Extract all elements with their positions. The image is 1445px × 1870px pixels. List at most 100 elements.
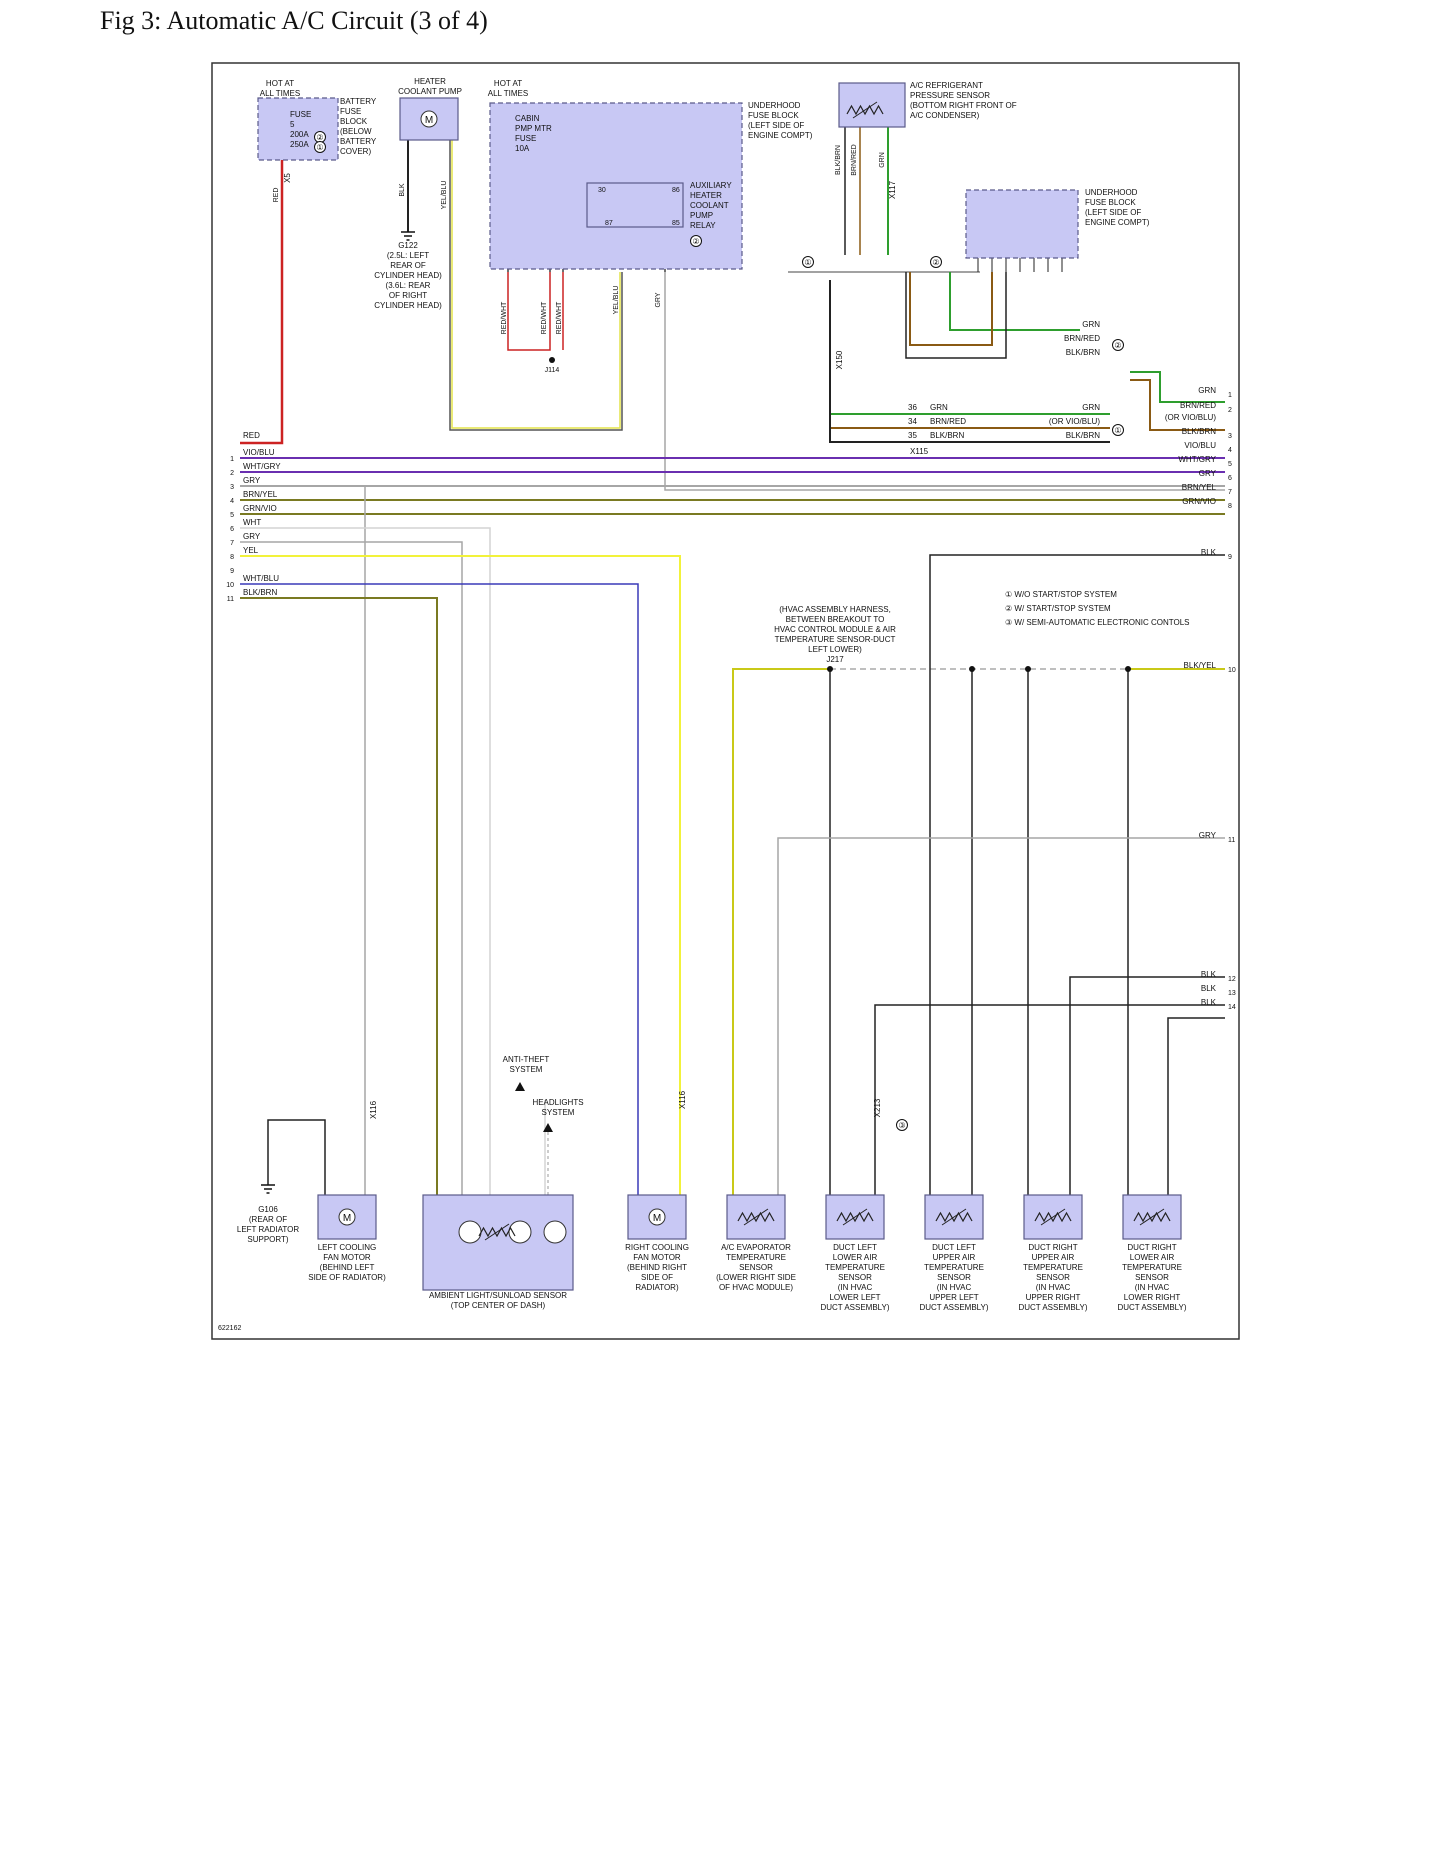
hot-at-all-times-label: HOT AT (494, 79, 522, 88)
battery-fuse-block (257, 97, 339, 161)
heater-pump-label: COOLANT PUMP (398, 87, 462, 96)
right-wire-label: BRN/YEL (1182, 483, 1217, 492)
relay-pin: 30 (598, 187, 606, 194)
underhood-block-label: UNDERHOOD (748, 101, 801, 110)
ground-g122-label: CYLINDER HEAD) (374, 271, 442, 280)
underhood-block-2-label: FUSE BLOCK (1085, 198, 1136, 207)
splice-dot (827, 666, 833, 672)
dru-label: TEMPERATURE (1023, 1263, 1083, 1272)
splice-left-label: GRN (930, 403, 948, 412)
lcf-label: LEFT COOLING (318, 1243, 377, 1252)
wire-brn-red-branch (909, 272, 993, 346)
connector-x115: X115 (910, 447, 929, 456)
pressure-sensor-label: A/C CONDENSER) (910, 111, 980, 120)
legend-item: ③ W/ SEMI-AUTOMATIC ELECTRONIC CONTOLS (1005, 618, 1190, 627)
lcf-motor-icon (338, 1208, 356, 1226)
right-wire-number: 13 (1228, 990, 1236, 997)
right-wire-number: 5 (1228, 461, 1232, 468)
left-wire-number: 5 (230, 512, 234, 519)
cabin-fuse-label: FUSE (515, 134, 536, 143)
splice-dot (1025, 666, 1031, 672)
ground-g122-label: (2.5L: LEFT (387, 251, 429, 260)
rcf-motor-icon (648, 1208, 666, 1226)
motor-letter: M (343, 1213, 351, 1224)
wire-gry-11 (777, 837, 1225, 1195)
anti-theft-label: SYSTEM (510, 1065, 543, 1074)
connector-x116: X116 (678, 1090, 687, 1109)
wire-label: GRN (879, 152, 886, 168)
dru-label: DUCT ASSEMBLY) (1018, 1303, 1087, 1312)
wire-label: YEL/BLU (613, 286, 620, 315)
relay-label: PUMP (690, 211, 713, 220)
dlu-label: (IN HVAC (937, 1283, 972, 1292)
wire-blk-14 (1167, 1017, 1225, 1195)
right-wire-number: 12 (1228, 976, 1236, 983)
dru-label: UPPER RIGHT (1026, 1293, 1081, 1302)
right-wire-number: 9 (1228, 554, 1232, 561)
left-wire-number: 9 (230, 568, 234, 575)
headlights-label: HEADLIGHTS (532, 1098, 583, 1107)
battery-block-label: BATTERY (340, 137, 377, 146)
hvac-harness-label: HVAC CONTROL MODULE & AIR (774, 625, 896, 634)
underhood-block-label: (LEFT SIDE OF (748, 121, 804, 130)
wire-yel-blu (451, 140, 621, 429)
amb-box (422, 1194, 574, 1291)
relay-label: HEATER (690, 191, 722, 200)
battery-fuse-label: FUSE (290, 110, 311, 119)
option-marker-number: ② (1114, 341, 1121, 350)
right-wire-label: BLK/YEL (1184, 661, 1217, 670)
dll-label: LOWER LEFT (829, 1293, 880, 1302)
wire-blk-12 (1069, 976, 1225, 1195)
wire-blk-brn-branch (905, 272, 1007, 359)
option-marker (1112, 424, 1124, 436)
option-marker (930, 256, 942, 268)
photodiode-icon (508, 1220, 532, 1244)
connector-x116: X116 (369, 1100, 378, 1119)
anti-theft-label: ANTI-THEFT (503, 1055, 550, 1064)
splice-pin: 34 (908, 417, 917, 426)
left-wire-label: GRN/VIO (243, 504, 277, 513)
left-wire-number: 1 (230, 456, 234, 463)
option-marker-number: ③ (898, 1121, 905, 1130)
left-wire-label-red: RED (243, 431, 260, 440)
resistor-icon (737, 1211, 775, 1223)
wire-gry-amb (240, 541, 463, 1195)
left-wire-label: GRY (243, 532, 261, 541)
right-wire-number: 3 (1228, 433, 1232, 440)
right-wire-number: 14 (1228, 1004, 1236, 1011)
hot-at-all-times-label: ALL TIMES (488, 89, 528, 98)
left-wire-number: 10 (226, 582, 234, 589)
arrow-icon (543, 1123, 553, 1132)
right-wire-label: BLK (1201, 970, 1217, 979)
hvac-harness-label: TEMPERATURE SENSOR-DUCT (775, 635, 896, 644)
battery-block-label: COVER) (340, 147, 371, 156)
left-wire-label: WHT/GRY (243, 462, 281, 471)
dll-label: DUCT ASSEMBLY) (820, 1303, 889, 1312)
branch-label: BRN/RED (1064, 334, 1100, 343)
thermistor-arrow (852, 101, 878, 119)
dru-label: (IN HVAC (1036, 1283, 1071, 1292)
wire-red-wht (507, 272, 551, 351)
thermistor-arrow (1040, 1208, 1066, 1226)
option-marker-number: ② (692, 237, 699, 246)
photodiode-icon (543, 1220, 567, 1244)
right-wire-number: 7 (1228, 489, 1232, 496)
wire-splice-row (829, 280, 1110, 415)
figure-code: 622162 (218, 1325, 241, 1332)
dll-label: LOWER AIR (833, 1253, 878, 1262)
drl-label: SENSOR (1135, 1273, 1169, 1282)
wire-gry-lcf (240, 485, 366, 1195)
dru-label: UPPER AIR (1032, 1253, 1075, 1262)
component-layer (257, 82, 1182, 1291)
evap-label: A/C EVAPORATOR (721, 1243, 791, 1252)
splice-right-label: (OR VIO/BLU) (1049, 417, 1100, 426)
heater-pump-label: HEATER (414, 77, 446, 86)
underhood-block-label: FUSE BLOCK (748, 111, 799, 120)
pump-motor-icon (420, 110, 438, 128)
ground-g106-label: (REAR OF (249, 1215, 287, 1224)
left-wire-label: BRN/YEL (243, 490, 278, 499)
amb-label: AMBIENT LIGHT/SUNLOAD SENSOR (429, 1291, 567, 1300)
wire-label: RED/WHT (501, 301, 508, 334)
right-wire-number: 10 (1228, 667, 1236, 674)
